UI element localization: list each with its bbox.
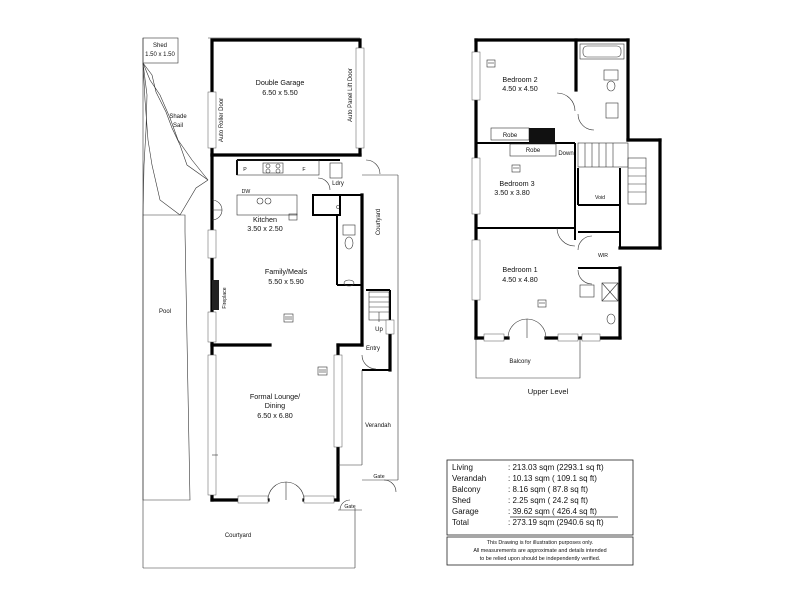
bedroom-2-dimensions: 4.50 x 4.50 [502, 84, 538, 93]
ground-level: Shed 1.50 x 1.50 Shade Sail Pool [142, 37, 399, 569]
area-row-label: Balcony [452, 485, 480, 494]
auto-panel-lift-door-label: Auto Panel Lift Door [348, 68, 354, 122]
pool: Pool [142, 214, 191, 501]
area-row: Garage : 39.62 sqm ( 426.4 sq ft) [452, 507, 597, 516]
family-meals-label: Family/Meals [265, 267, 308, 276]
disclaimer: This Drawing is for illustration purpose… [446, 536, 634, 566]
area-row-value: : 273.19 sqm (2940.6 sq ft) [508, 518, 604, 527]
formal-lounge-label-2: Dining [265, 401, 285, 410]
area-row-value: : 2.25 sqm ( 24.2 sq ft) [508, 496, 588, 505]
kitchen-dimensions: 3.50 x 2.50 [247, 224, 283, 233]
void-label: Void [595, 195, 605, 201]
disclaimer-line-1: This Drawing is for illustration purpose… [487, 540, 594, 546]
area-row-value: : 39.62 sqm ( 426.4 sq ft) [508, 507, 597, 516]
shade-label: Shade [169, 114, 187, 120]
ground-stairs: Up [368, 291, 395, 335]
powder-room [342, 224, 356, 287]
side-courtyard-label: Courtyard [376, 209, 382, 235]
disclaimer-line-3: to be relied upon should be independentl… [480, 556, 600, 562]
area-row: Living : 213.03 sqm (2293.1 sq ft) [452, 463, 604, 472]
cupboard-label: C [336, 205, 340, 211]
upper-level-title: Upper Level [528, 387, 569, 396]
double-garage-dimensions: 6.50 x 5.50 [262, 88, 298, 97]
entry-label: Entry [366, 346, 380, 352]
bedroom-1: Bedroom 1 4.50 x 4.80 [471, 239, 579, 342]
kitchen: P F DW Kitchen 3.50 x 2.50 [211, 159, 320, 233]
bedroom-3-label: Bedroom 3 [499, 179, 534, 188]
ceiling-vent-icon [283, 313, 294, 323]
bedroom-1-dimensions: 4.50 x 4.80 [502, 275, 538, 284]
sail-label: Sail [173, 123, 183, 129]
area-row-value: : 213.03 sqm (2293.1 sq ft) [508, 463, 604, 472]
bedroom-2-label: Bedroom 2 [502, 75, 537, 84]
area-table: Living : 213.03 sqm (2293.1 sq ft) Veran… [446, 459, 634, 536]
area-row-label: Total [452, 518, 469, 527]
kitchen-label: Kitchen [253, 215, 277, 224]
ceiling-vent-icon [511, 164, 521, 173]
side-courtyard: Courtyard [362, 174, 399, 480]
formal-lounge-dimensions: 6.50 x 6.80 [257, 411, 293, 420]
area-row: Balcony : 8.16 sqm ( 87.8 sq ft) [452, 485, 588, 494]
area-row: Total : 273.19 sqm (2940.6 sq ft) [452, 518, 604, 527]
area-row-label: Shed [452, 496, 471, 505]
bottom-courtyard-label: Courtyard [225, 533, 251, 539]
double-garage-label: Double Garage [256, 78, 305, 87]
fridge-label: F [302, 167, 305, 173]
ensuite [577, 269, 619, 342]
robe-label-1: Robe [503, 133, 518, 139]
pool-label: Pool [159, 309, 171, 315]
gate-label-1: Gate [373, 474, 384, 480]
area-row-label: Verandah [452, 474, 486, 483]
auto-roller-door-label: Auto Roller Door [219, 98, 225, 142]
verandah: Verandah Gate Gate [338, 370, 398, 511]
formal-lounge: Formal Lounge/ Dining 6.50 x 6.80 [207, 354, 343, 504]
area-row: Verandah : 10.13 sqm ( 109.1 sq ft) [452, 474, 597, 483]
shed-label: Shed [153, 43, 167, 49]
area-row-value: : 8.16 sqm ( 87.8 sq ft) [508, 485, 588, 494]
wir-label: WIR [598, 253, 608, 259]
up-label: Up [375, 327, 383, 333]
laundry: Ldry C [317, 159, 381, 211]
bedroom-2: Bedroom 2 4.50 x 4.50 Robe [471, 51, 576, 143]
bedroom-1-label: Bedroom 1 [502, 265, 537, 274]
area-row-value: : 10.13 sqm ( 109.1 sq ft) [508, 474, 597, 483]
disclaimer-line-2: All measurements are approximate and det… [473, 548, 606, 554]
upper-bathroom [577, 43, 625, 131]
family-meals-dimensions: 5.50 x 5.90 [268, 277, 304, 286]
upper-level: Bedroom 2 4.50 x 4.50 Robe Robe Down [471, 38, 662, 396]
bedroom-3-dimensions: 3.50 x 3.80 [494, 188, 530, 197]
laundry-label: Ldry [332, 181, 344, 187]
down-label: Down [558, 151, 573, 157]
bedroom-3: Bedroom 3 3.50 x 3.80 [471, 157, 576, 247]
balcony-label: Balcony [509, 359, 530, 365]
pantry-label: P [243, 167, 247, 173]
area-row-label: Living [452, 463, 473, 472]
garage: Auto Roller Door Auto Panel Lift Door Do… [207, 47, 365, 149]
balcony: Balcony [475, 338, 581, 379]
ceiling-vent-icon [537, 299, 547, 308]
shed: Shed 1.50 x 1.50 [142, 37, 179, 64]
fireplace-label: Fireplace [222, 287, 228, 308]
dishwasher-label: DW [242, 189, 251, 195]
family-meals: Fireplace Family/Meals 5.50 x 5.90 [207, 229, 308, 343]
area-row-label: Garage [452, 507, 479, 516]
gate-label-2: Gate [344, 504, 355, 510]
entry: Entry [361, 346, 380, 370]
upper-landing: Robe Down Void [509, 142, 647, 205]
robe-label-2: Robe [526, 148, 541, 154]
ceiling-vent-icon [486, 59, 496, 68]
area-row: Shed : 2.25 sqm ( 24.2 sq ft) [452, 496, 588, 505]
verandah-label: Verandah [365, 423, 391, 429]
formal-lounge-label-1: Formal Lounge/ [250, 392, 300, 401]
shade-sail: Shade Sail [142, 62, 209, 216]
ceiling-vent-icon [317, 366, 328, 376]
shed-dimensions: 1.50 x 1.50 [145, 52, 175, 58]
walk-in-robe: WIR [577, 235, 608, 259]
